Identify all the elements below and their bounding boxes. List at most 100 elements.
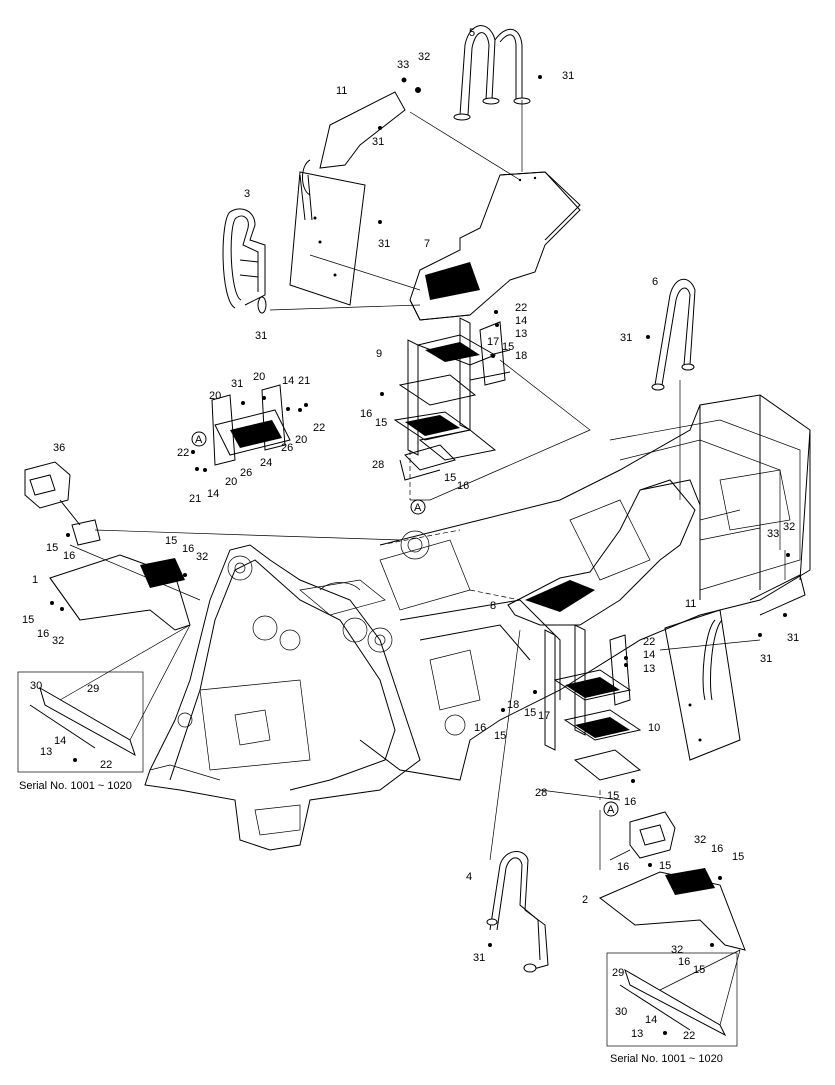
- part-36-step-box: [629, 811, 676, 859]
- callout-20: 18: [515, 350, 527, 362]
- callout-24: 22: [643, 636, 655, 648]
- callout-22: 21: [298, 375, 310, 387]
- callout-14: 14: [54, 735, 66, 747]
- part-6-handrail: [651, 278, 696, 391]
- callout-19: 17: [538, 710, 550, 722]
- callout-13: 13: [515, 328, 527, 340]
- callout-34: 33: [767, 528, 779, 540]
- callout-17: 16: [37, 628, 49, 640]
- callout-32: 32: [196, 551, 208, 563]
- callout-16: 15: [732, 851, 744, 863]
- callout-16: 15: [46, 542, 58, 554]
- callout-17: 16: [678, 956, 690, 968]
- callout-10: 10: [648, 722, 660, 734]
- loader-arm: [144, 544, 421, 851]
- callout-33: 32: [418, 51, 430, 63]
- callout-30: 30: [30, 680, 42, 692]
- callout-17: 16: [617, 861, 629, 873]
- callout-21: 20: [295, 434, 307, 446]
- callout-32: 32: [694, 834, 706, 846]
- callout-labels: 5 32 33 31 11 31 3 31 7 31 22 14 13 17 1…: [19, 27, 799, 1065]
- callout-31: 31: [787, 632, 799, 644]
- callout-35: 36: [53, 442, 65, 454]
- callout-14: 14: [515, 315, 527, 327]
- callout-31: 31: [562, 70, 574, 82]
- callout-11: 11: [336, 85, 347, 97]
- callout-21: 20: [225, 476, 237, 488]
- callout-15: 15: [607, 790, 619, 802]
- reference-mark-a-lower-label: A: [607, 804, 615, 816]
- callout-16: 15: [659, 860, 671, 872]
- callout-24: 22: [177, 447, 189, 459]
- inset-left-caption: Serial No. 1001 ~ 1020: [19, 780, 132, 792]
- callout-16: 15: [22, 614, 34, 626]
- callout-18: 16: [474, 722, 486, 734]
- callout-18: 16: [624, 796, 636, 808]
- callout-2: 2: [582, 894, 588, 906]
- callout-24: 22: [683, 1030, 695, 1042]
- callout-26: 24: [260, 457, 272, 469]
- callout-21: 20: [209, 390, 221, 402]
- callout-5: 5: [469, 27, 475, 39]
- callout-15: 15: [524, 707, 536, 719]
- fasteners: [50, 75, 790, 1035]
- part-5-handrail: [453, 25, 531, 121]
- callout-1: 1: [32, 574, 38, 586]
- reference-marks: A A A: [191, 431, 619, 817]
- callout-28: 28: [535, 787, 547, 799]
- callout-24: 22: [515, 302, 527, 314]
- callout-7: 7: [424, 238, 430, 250]
- callout-13: 13: [643, 663, 655, 675]
- part-1-step-cover-left: [49, 554, 191, 631]
- part-11-cab-guard-left: [289, 91, 406, 306]
- callout-31: 31: [620, 332, 632, 344]
- part-10-step-ladder: [544, 624, 642, 781]
- inset-right: [606, 952, 738, 1047]
- part-3-handrail: [222, 208, 267, 314]
- inset-right-caption: Serial No. 1001 ~ 1020: [610, 1053, 723, 1065]
- callout-21: 20: [253, 371, 265, 383]
- callout-20: 18: [507, 699, 519, 711]
- callout-9: 9: [376, 348, 382, 360]
- reference-mark-a-upper: [410, 499, 426, 515]
- tread-pattern: [425, 262, 480, 300]
- callout-3: 3: [244, 188, 250, 200]
- callout-29: 29: [612, 967, 624, 979]
- callout-12: 11: [685, 598, 696, 610]
- callout-32: 32: [671, 944, 683, 956]
- callout-14: 14: [643, 649, 655, 661]
- part-35-step-box: [24, 461, 101, 546]
- callout-31: 31: [255, 330, 267, 342]
- callout-8: 8: [490, 600, 496, 612]
- part-28-bracket-upper: [399, 444, 456, 481]
- callout-28: 28: [372, 459, 384, 471]
- callout-24: 22: [100, 759, 112, 771]
- callout-13: 13: [631, 1028, 643, 1040]
- part-12-cab-guard-right: [664, 574, 806, 761]
- callout-14: 14: [207, 488, 219, 500]
- callout-33: 32: [783, 521, 795, 533]
- callout-15: 15: [375, 417, 387, 429]
- callout-31: 31: [378, 238, 390, 250]
- callout-19: 17: [487, 336, 499, 348]
- reference-mark-a-left-label: A: [195, 434, 203, 446]
- callout-17: 16: [63, 550, 75, 562]
- callout-16: 15: [165, 535, 177, 547]
- callout-14: 14: [645, 1014, 657, 1026]
- callout-27: 26: [240, 467, 252, 479]
- callout-16: 15: [693, 964, 705, 976]
- callout-6: 6: [652, 276, 658, 288]
- callout-32: 32: [52, 635, 64, 647]
- callout-22: 21: [189, 493, 201, 505]
- callout-17: 16: [711, 843, 723, 855]
- callout-15: 15: [494, 730, 506, 742]
- callout-18: 16: [360, 408, 372, 420]
- callout-13: 13: [40, 746, 52, 758]
- callout-31: 31: [231, 378, 243, 390]
- callout-31: 31: [372, 136, 384, 148]
- callout-31: 31: [473, 952, 485, 964]
- part-8-step-platform: [507, 479, 701, 626]
- inset-left: [17, 671, 144, 773]
- part-4-handrail: [486, 851, 549, 973]
